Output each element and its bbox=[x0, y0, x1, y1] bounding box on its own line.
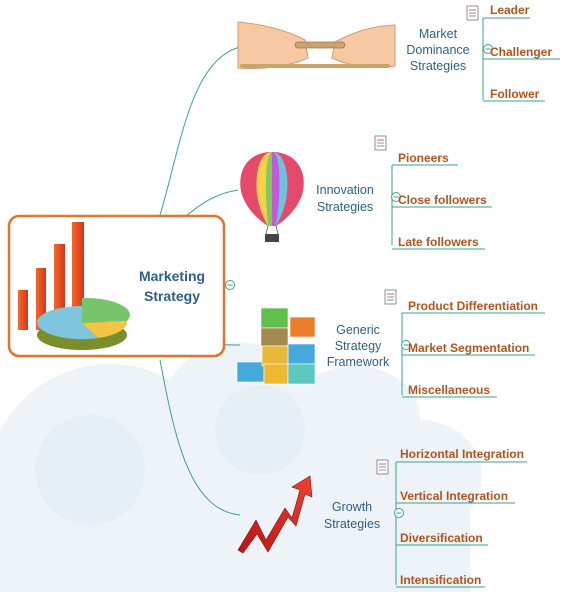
collapse-icon[interactable] bbox=[401, 340, 411, 350]
leaf-late-followers[interactable]: Late followers bbox=[398, 235, 479, 249]
leaf-market-segmentation[interactable]: Market Segmentation bbox=[408, 341, 529, 355]
branch-title-line: Innovation bbox=[316, 183, 374, 197]
leaf-product-differentiation[interactable]: Product Differentiation bbox=[408, 299, 538, 313]
leaf-labels: Leader Challenger Follower Pioneers Clos… bbox=[398, 3, 552, 587]
leaf-leader[interactable]: Leader bbox=[490, 3, 530, 17]
branch-title-line: Market bbox=[419, 27, 458, 41]
leaf-follower[interactable]: Follower bbox=[490, 87, 540, 101]
cloud-watermark bbox=[0, 342, 482, 592]
note-icon[interactable] bbox=[376, 459, 389, 475]
leaf-connectors bbox=[391, 18, 484, 585]
leaf-vertical-integration[interactable]: Vertical Integration bbox=[400, 489, 508, 503]
leaf-miscellaneous[interactable]: Miscellaneous bbox=[408, 383, 490, 397]
center-node[interactable]: Marketing Strategy bbox=[7, 214, 226, 358]
note-icon[interactable] bbox=[466, 5, 479, 21]
branch-title-line: Strategies bbox=[324, 517, 380, 531]
collapse-icon[interactable] bbox=[483, 44, 493, 54]
leaf-underlines bbox=[392, 17, 560, 588]
leaf-close-followers[interactable]: Close followers bbox=[398, 193, 487, 207]
leaf-challenger[interactable]: Challenger bbox=[490, 45, 552, 59]
note-icon[interactable] bbox=[384, 289, 397, 305]
bar-pie-chart-icon bbox=[18, 222, 130, 350]
branch-title-line: Strategy bbox=[335, 339, 382, 353]
center-title-line2: Strategy bbox=[144, 288, 200, 304]
hot-air-balloon-icon bbox=[240, 152, 304, 242]
branch-title-line: Dominance bbox=[406, 43, 469, 57]
branch-title-line: Framework bbox=[327, 355, 390, 369]
branch-title-line: Generic bbox=[336, 323, 380, 337]
branch-title-line: Strategies bbox=[317, 200, 373, 214]
note-icon[interactable] bbox=[374, 135, 387, 151]
collapse-icon[interactable] bbox=[225, 280, 235, 290]
blocks-icon bbox=[236, 307, 316, 385]
branch-title-line: Growth bbox=[332, 500, 372, 514]
branch-title-line: Strategies bbox=[410, 59, 466, 73]
leaf-pioneers[interactable]: Pioneers bbox=[398, 151, 449, 165]
handshake-rope-icon bbox=[237, 21, 396, 69]
growth-arrow-icon bbox=[237, 475, 313, 554]
leaf-intensification[interactable]: Intensification bbox=[400, 573, 481, 587]
leaf-diversification[interactable]: Diversification bbox=[400, 531, 483, 545]
collapse-icon[interactable] bbox=[391, 192, 401, 202]
collapse-icon[interactable] bbox=[394, 508, 404, 518]
leaf-horizontal-integration[interactable]: Horizontal Integration bbox=[400, 447, 524, 461]
center-title-line1: Marketing bbox=[139, 268, 205, 284]
